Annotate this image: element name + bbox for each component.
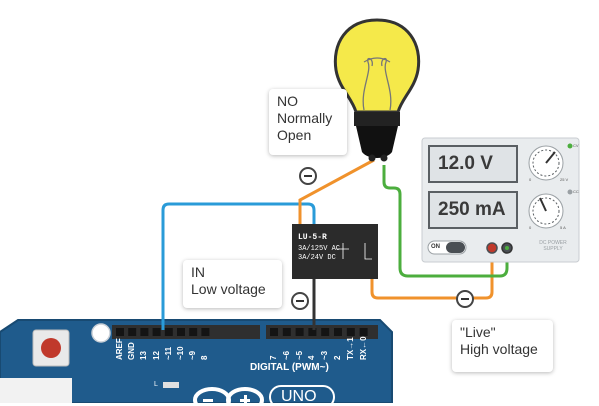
header-pin-4[interactable] [308, 328, 317, 336]
uno-label: UNO [281, 388, 317, 405]
header-pin-6[interactable] [282, 328, 291, 336]
callout-no-line1: NO [277, 93, 298, 109]
current-knob[interactable] [528, 193, 564, 229]
header-pin-8[interactable] [201, 328, 210, 336]
wire-bulb-green[interactable] [382, 165, 509, 278]
header-pin-7[interactable] [270, 328, 278, 336]
current-display: 250 mA [428, 191, 518, 229]
callout-in-line2: Low voltage [191, 281, 266, 297]
pin-label: 4 [307, 355, 317, 360]
pin-label: 7 [269, 355, 278, 360]
cv-label: CV [573, 143, 579, 148]
header-pin-10[interactable] [177, 328, 185, 336]
minus-badge-live[interactable] [456, 290, 474, 308]
uno-badge [269, 385, 335, 403]
relay-rating-ac: 3A/125V AC [298, 245, 341, 253]
cc-led [567, 189, 573, 195]
knob-v-min: 0 [529, 177, 532, 182]
minus-badge-in[interactable] [291, 292, 309, 310]
voltage-knob[interactable] [528, 145, 564, 181]
wire-live-orange[interactable] [370, 250, 494, 300]
callout-live[interactable]: "Live" High voltage [452, 320, 553, 372]
digital-label: DIGITAL (PWM~) [250, 362, 329, 373]
callout-no[interactable]: NO Normally Open [269, 89, 347, 155]
arduino-board[interactable] [0, 319, 393, 403]
callout-live-line1: "Live" [460, 324, 496, 340]
header-pin-3[interactable] [321, 328, 330, 336]
arduino-logo [193, 387, 264, 403]
pin-label: ~5 [294, 350, 304, 360]
psu-brand: DC POWER SUPPLY [539, 240, 567, 252]
minus-badge-no[interactable] [299, 167, 317, 185]
header-pin-11[interactable] [164, 328, 173, 336]
header-pin-5[interactable] [295, 328, 304, 336]
pin-label: TX→1 [345, 337, 355, 360]
pin-label: 12 [151, 351, 161, 360]
pin-label: 13 [139, 351, 149, 360]
pin-label: GND [127, 342, 137, 360]
header-pin-aref[interactable] [116, 328, 124, 336]
mounting-hole [91, 323, 111, 343]
header-pin-12[interactable] [152, 328, 161, 336]
header-pin-tx1[interactable] [346, 328, 355, 336]
wire-gnd-blue[interactable] [161, 202, 316, 330]
voltage-display: 12.0 V [428, 145, 518, 183]
reset-button-cap [41, 338, 61, 358]
header-left [112, 325, 260, 339]
callout-no-line2: Normally [277, 110, 333, 126]
relay-module[interactable] [292, 224, 378, 279]
knob-a-min: 0 [529, 225, 532, 230]
pin-label: RX←0 [358, 336, 368, 360]
pin-label: ~9 [188, 350, 198, 360]
pin-label: ~10 [176, 346, 185, 360]
pin-label: ~3 [320, 350, 330, 360]
cc-label: CC [573, 189, 579, 194]
header-pin-2[interactable] [334, 328, 342, 336]
header-pin-13[interactable] [140, 328, 149, 336]
pin-label: 2 [333, 355, 342, 360]
led-l-label: L [154, 381, 158, 388]
pin-label: 8 [200, 355, 210, 360]
usb-connector [0, 378, 72, 403]
relay-model: LU-5-R [298, 233, 327, 242]
callout-in[interactable]: IN Low voltage [183, 260, 282, 308]
header-pin-gnd[interactable] [128, 328, 137, 336]
pin-label: ~6 [281, 350, 291, 360]
pin-label: AREF [115, 338, 124, 360]
callout-no-line3: Open [277, 127, 312, 143]
header-pin-rx0[interactable] [359, 328, 368, 336]
knob-a-max: 5 A [560, 225, 566, 230]
positive-terminal[interactable] [486, 242, 498, 254]
cv-led [567, 143, 573, 149]
relay-rating-dc: 3A/24V DC [298, 254, 336, 262]
led-l [163, 382, 179, 388]
knob-v-max: 25 V [560, 177, 569, 182]
header-pin-9[interactable] [189, 328, 198, 336]
callout-live-line2: High voltage [460, 341, 538, 357]
power-switch-label: ON [431, 244, 440, 250]
pin-label: ~11 [163, 346, 173, 360]
light-bulb[interactable] [333, 18, 421, 162]
callout-in-line1: IN [191, 264, 205, 280]
wire-no-orange[interactable] [298, 158, 375, 232]
